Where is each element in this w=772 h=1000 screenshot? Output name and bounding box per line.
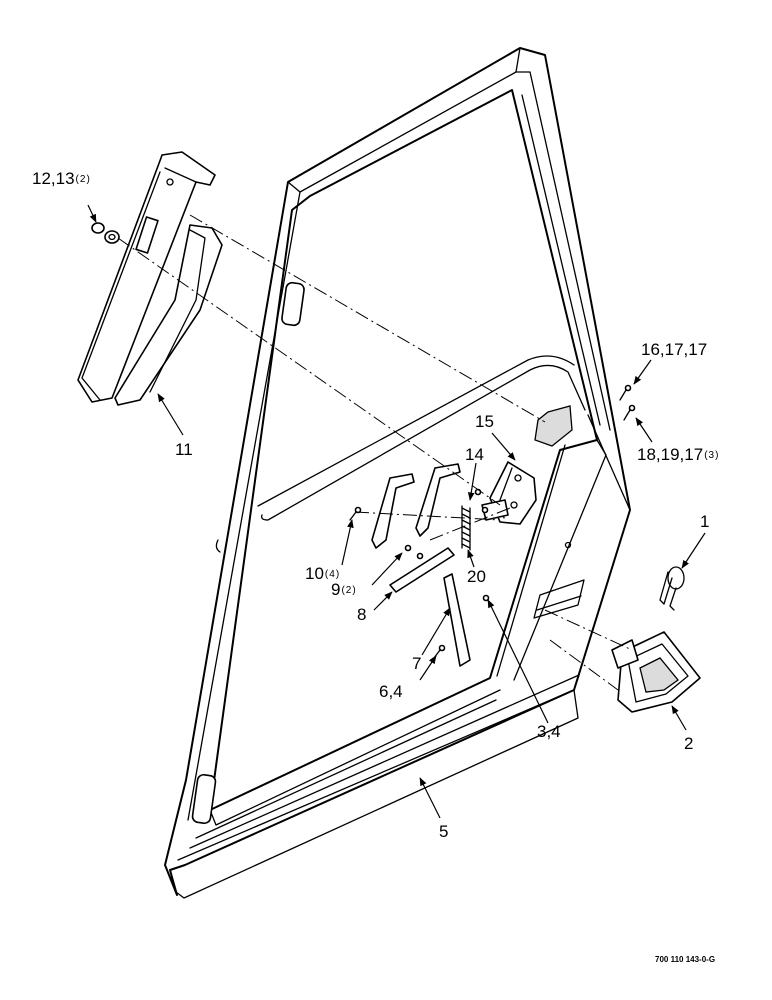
callout-14: 14	[465, 445, 484, 464]
callout-3-4: 3,4	[537, 722, 561, 741]
drawing-reference-number: 700 110 143-0-G	[655, 955, 716, 964]
callout-2: 2	[684, 734, 694, 753]
callout-7: 7	[412, 654, 422, 673]
latch-plate	[481, 461, 537, 525]
callout-8: 8	[357, 605, 367, 624]
latch-rods	[389, 547, 471, 667]
callout-16-17-17: 16,17,17	[641, 340, 708, 359]
callout-15: 15	[475, 412, 494, 431]
key	[659, 566, 685, 611]
outside-handle	[611, 631, 701, 713]
callout-20: 20	[467, 567, 486, 586]
callout-11: 11	[175, 440, 193, 459]
spring	[461, 505, 471, 551]
callout-18-19-17: 18,19,17(3)	[637, 445, 720, 464]
callout-9: 9(2)	[331, 580, 357, 599]
handle-cover	[77, 151, 223, 406]
door-frame	[164, 47, 631, 899]
callout-1: 1	[700, 512, 710, 531]
callout-6-4: 6,4	[379, 682, 403, 701]
assembly-lines	[117, 214, 633, 691]
callout-5: 5	[439, 822, 449, 841]
small-screws	[349, 488, 490, 659]
leader-lines	[87, 204, 706, 819]
latch-bars	[371, 463, 461, 549]
screws-right	[619, 384, 636, 421]
callout-12-13: 12,13(2)	[32, 169, 91, 188]
screw-washer	[91, 222, 120, 244]
callout-10: 10(4)	[305, 564, 341, 583]
